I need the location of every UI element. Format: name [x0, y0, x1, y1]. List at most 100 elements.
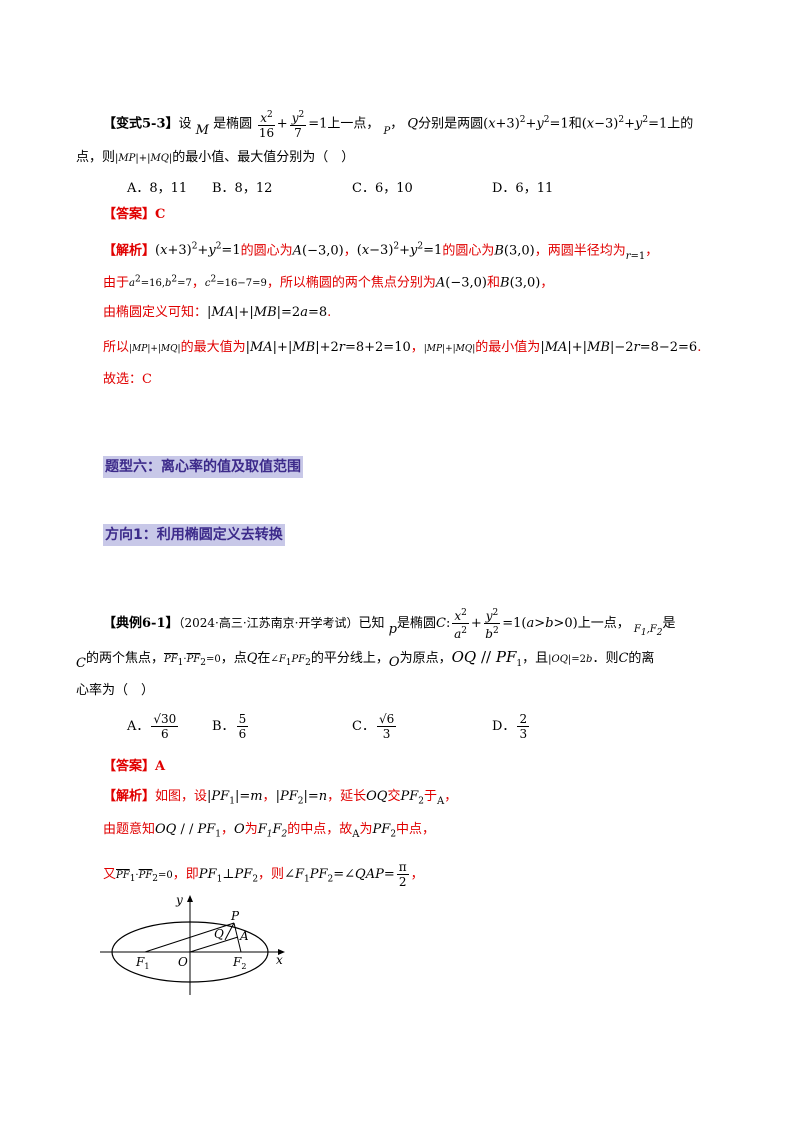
text: 是椭圆: [213, 116, 253, 132]
ellipse: [111, 921, 269, 983]
problem2-line2: C的两个焦点，PF1·PF2=0，点Q在∠F1PF2的平分线上，O为原点，OQ …: [76, 648, 655, 671]
subsection-heading: 方向1：利用椭圆定义去转换: [103, 524, 285, 546]
text: 分别是两圆: [418, 116, 484, 132]
text: 于: [424, 789, 438, 804]
answer-tag: 【答案】: [103, 759, 156, 774]
text: 的最小值、最大值分别为（ ）: [172, 150, 355, 165]
text: ，点: [220, 651, 247, 666]
text: 的最大值为: [180, 340, 246, 355]
label-x: x: [276, 953, 283, 967]
label-f1: F1: [135, 955, 149, 971]
text: 由于: [103, 275, 130, 291]
text: 上的: [667, 116, 694, 132]
text: ，即: [172, 867, 199, 882]
text: ，: [262, 789, 276, 804]
text: ，: [343, 243, 357, 259]
text: 的平分线上，: [310, 651, 389, 666]
text: 又: [103, 867, 117, 882]
ellipse-figure: y P Q A F1 O F2 x: [100, 893, 285, 995]
answer-value: A: [155, 759, 166, 774]
analysis-tag: 【解析】: [103, 243, 156, 259]
segment-oa: [189, 936, 239, 953]
text: 和: [486, 275, 500, 291]
text: ，: [221, 822, 235, 837]
text: 由题意知: [103, 822, 156, 837]
problem-source: （2024·高三·江苏南京·开学考试）: [178, 616, 359, 630]
text: 是椭圆: [396, 616, 436, 631]
y-axis-arrow: [187, 895, 193, 902]
label-o: O: [178, 955, 188, 969]
option-b: B．8，12: [212, 181, 273, 196]
text: ，: [410, 867, 424, 882]
text: ，且: [522, 651, 549, 666]
text: .: [697, 340, 702, 355]
problem1-line2: 点，则|MP|+|MQ|的最小值、最大值分别为（ ）: [76, 148, 354, 169]
option-d: D．6，11: [492, 181, 554, 196]
math: F1,F2: [633, 624, 663, 638]
analysis-tag: 【解析】: [103, 789, 156, 804]
text: ，: [444, 789, 458, 804]
text: 上一点，: [327, 116, 380, 132]
text: ，两圆半径均为: [534, 243, 626, 259]
answer-value: C: [155, 207, 166, 222]
text: 由椭圆定义可知：: [103, 305, 208, 320]
analysis2-line2: 由题意知OQ / / PF1，O为F1F2的中点，故A为PF2中点，: [103, 822, 436, 840]
label-f2: F2: [232, 955, 246, 971]
text: 的圆心为: [240, 243, 293, 259]
analysis-line4: 所以|MP|+|MQ|的最大值为|MA|+|MB|+2r=8+2=10，|MP|…: [103, 340, 702, 355]
text: 的中点，故: [287, 822, 353, 837]
text: 的两个焦点，: [85, 651, 164, 666]
section-heading: 题型六：离心率的值及取值范围: [103, 456, 303, 478]
text: 中点，: [396, 822, 436, 837]
text: ，则: [258, 867, 285, 882]
text: 已知: [358, 616, 385, 631]
problem-tag: 【典例6-1】: [103, 616, 179, 631]
answer-line: 【答案】A: [103, 757, 165, 777]
analysis-line5: 故选：C: [103, 372, 152, 387]
text: 和: [568, 116, 582, 132]
segment-pq: [224, 922, 235, 941]
math: P: [383, 125, 391, 137]
analysis-line1: 【解析】(x+3)2+y2=1的圆心为A(−3,0)，(x−3)2+y2=1的圆…: [103, 242, 659, 263]
text: 如图，设: [155, 789, 208, 804]
text: ，延长: [327, 789, 367, 804]
option-label: C．: [352, 719, 375, 734]
math: |MP|+|MQ|: [115, 153, 173, 164]
label-p: P: [230, 909, 240, 923]
option-label: D．: [492, 719, 516, 734]
problem2-line3: 心率为（ ）: [76, 683, 155, 698]
text: ．则: [592, 651, 619, 666]
math: Q: [407, 116, 419, 132]
text: 的圆心为: [442, 243, 495, 259]
option-label: A．: [127, 719, 150, 734]
analysis-line2: 由于a2=16,b2=7，c2=16−7=9，所以椭圆的两个焦点分别为A(−3,…: [103, 275, 554, 291]
text: 的最小值为: [475, 340, 541, 355]
text: ，所以椭圆的两个焦点分别为: [266, 275, 436, 291]
math: M: [195, 122, 209, 138]
text: ，: [191, 275, 205, 291]
text: ，: [390, 116, 404, 132]
text: 是: [662, 616, 676, 631]
text: 交: [387, 789, 401, 804]
text: 点，则: [76, 150, 116, 165]
segment-pf1: [144, 922, 235, 953]
text: 为: [244, 822, 258, 837]
text: ，: [410, 340, 424, 355]
problem-tag: 【变式5-3】: [103, 116, 179, 132]
text: 的离: [628, 651, 655, 666]
text: 为: [359, 822, 373, 837]
x-axis-arrow: [278, 949, 285, 955]
analysis2-line1: 【解析】如图，设|PF1|=m，|PF2|=n，延长OQ交PF2于A，: [103, 789, 458, 807]
analysis-line3: 由椭圆定义可知：|MA|+|MB|=2a=8.: [103, 305, 332, 320]
math: p: [388, 622, 397, 637]
label-q: Q: [214, 927, 224, 941]
text: 所以: [103, 340, 130, 355]
